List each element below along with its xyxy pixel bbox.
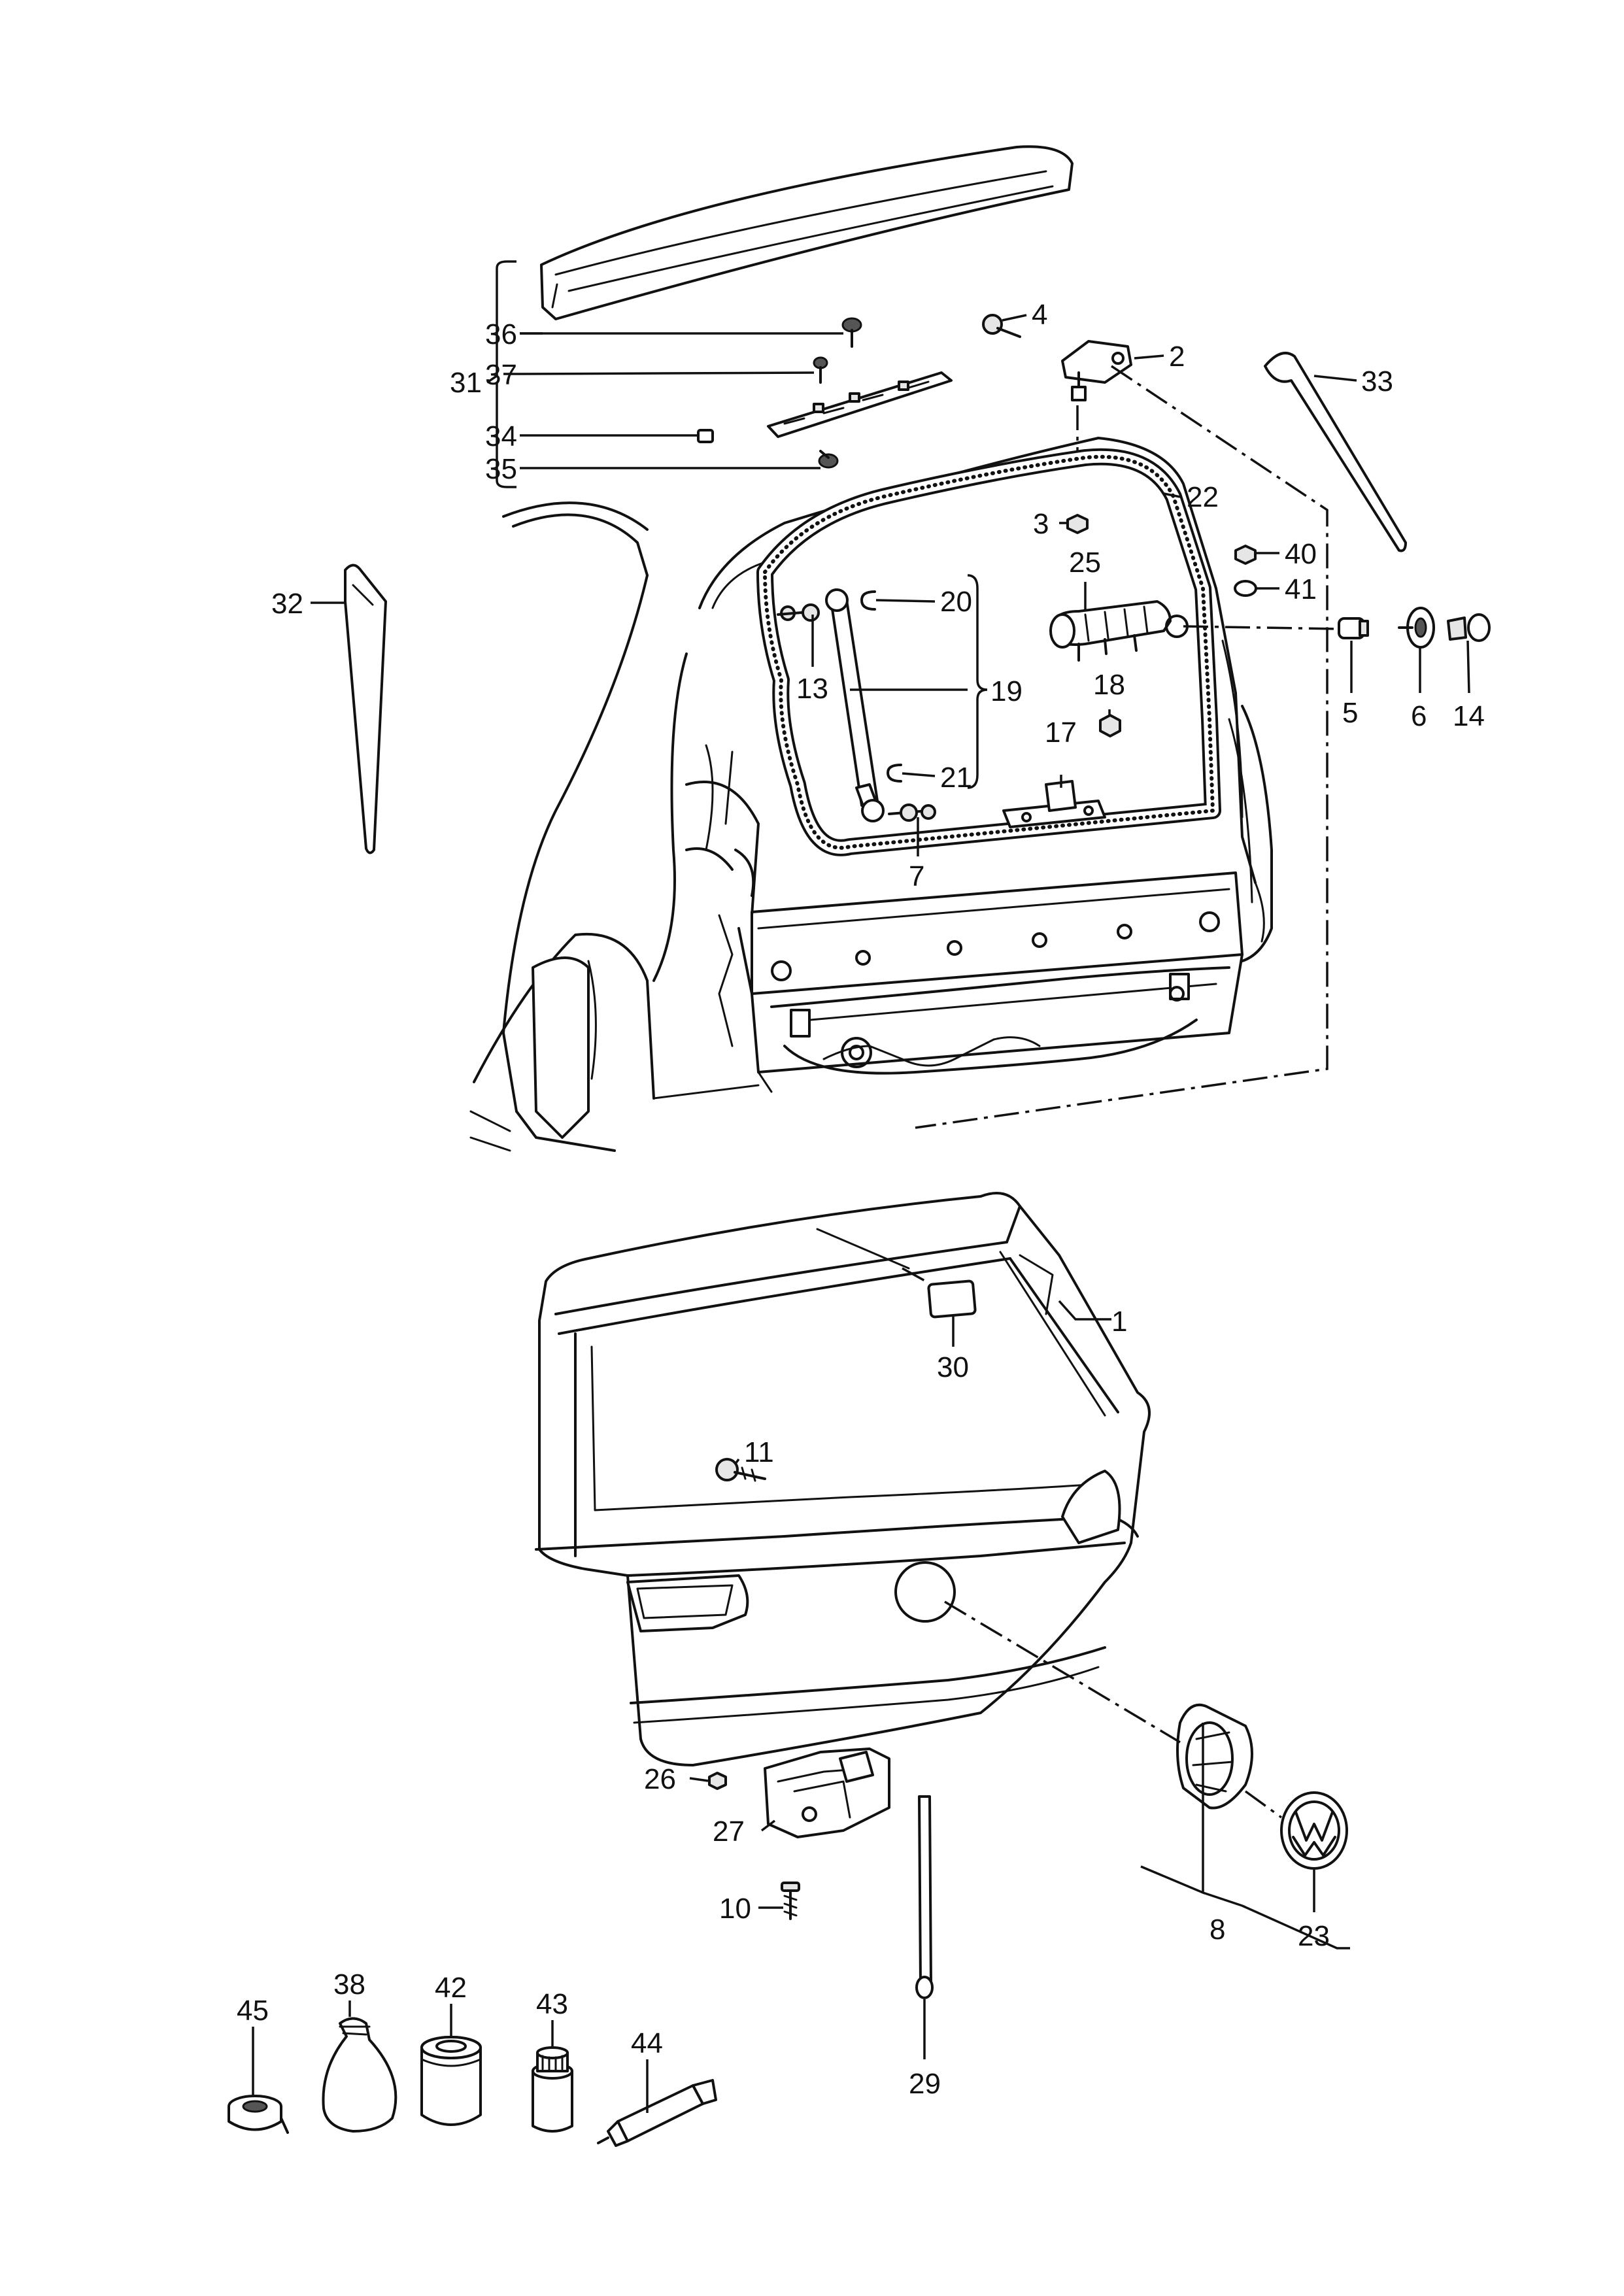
wiring-grommet-25 (1049, 600, 1189, 662)
callout-35: 35 (485, 453, 517, 485)
rod-29 (915, 1795, 934, 1999)
callout-23: 23 (1298, 1920, 1330, 1952)
bolt-4 (982, 314, 1021, 338)
hinge-2 (1061, 340, 1132, 401)
buffer-14 (1447, 613, 1491, 642)
callout-21: 21 (940, 762, 972, 794)
callout-17: 17 (1045, 717, 1077, 749)
gas-strut-19 (825, 588, 885, 822)
bolt-11 (715, 1458, 766, 1482)
callout-19: 19 (990, 675, 1023, 707)
jar-43 (532, 2046, 573, 2133)
callout-44: 44 (631, 2027, 663, 2059)
connection-lines (902, 365, 1340, 1819)
side-trim-32 (344, 564, 387, 854)
handle-unit-8 (1176, 1703, 1253, 1810)
ball-stud-13 (777, 603, 820, 622)
callout-5: 5 (1342, 697, 1358, 729)
callout-43: 43 (536, 1988, 568, 2020)
circlip-21 (887, 764, 902, 783)
bolt-10 (781, 1882, 800, 1920)
clip-34 (697, 429, 714, 443)
leader-lines (252, 260, 1470, 2113)
nut-3 (1066, 514, 1089, 534)
callout-11: 11 (744, 1436, 774, 1468)
callout-14: 14 (1453, 700, 1485, 732)
circlip-20 (860, 590, 876, 611)
callout-40: 40 (1285, 538, 1317, 570)
ball-stud-7 (888, 803, 936, 822)
callout-10: 10 (719, 1893, 751, 1925)
bag-38 (322, 2017, 398, 2133)
callout-4: 4 (1032, 299, 1047, 331)
callout-13: 13 (796, 673, 828, 705)
callout-26: 26 (644, 1763, 676, 1795)
callout-45: 45 (237, 1995, 269, 2027)
callout-36: 36 (485, 318, 517, 350)
callout-27: 27 (713, 1815, 745, 1848)
callout-31: 31 (450, 367, 482, 399)
tube-44 (597, 2079, 717, 2147)
callout-33: 33 (1361, 365, 1393, 397)
nut-18 (1099, 714, 1121, 737)
callout-8: 8 (1210, 1914, 1225, 1946)
callout-42: 42 (435, 1972, 467, 2004)
callout-3: 3 (1033, 508, 1049, 540)
rear-spoiler (540, 145, 1074, 320)
callout-29: 29 (909, 2068, 941, 2100)
callout-20: 20 (940, 586, 972, 618)
tape-roll-45 (228, 2095, 289, 2134)
callout-labels: 1 2 3 4 5 6 7 8 10 11 13 14 17 18 19 20 … (237, 299, 1485, 2100)
screw-36 (841, 317, 862, 348)
spoiler-mounting-bracket (767, 371, 953, 438)
buffer-5 (1338, 617, 1369, 639)
callout-25: 25 (1069, 547, 1101, 579)
callout-30: 30 (937, 1351, 969, 1383)
tailgate-latch-27 (764, 1747, 890, 1838)
buffer-6 (1398, 607, 1435, 649)
tailgate-1 (535, 1192, 1151, 1766)
callout-18: 18 (1093, 669, 1125, 701)
screw-35 (818, 450, 839, 469)
callout-38: 38 (333, 1968, 365, 2001)
canister-42 (420, 2036, 482, 2126)
label-30 (927, 1279, 977, 1319)
callout-32: 32 (271, 588, 303, 620)
callout-7: 7 (909, 860, 924, 892)
callout-6: 6 (1411, 700, 1427, 732)
vehicle-rear-body (469, 437, 1273, 1152)
callout-37: 37 (485, 359, 517, 391)
callout-1: 1 (1111, 1306, 1127, 1338)
grommet-41 (1234, 580, 1257, 597)
side-trim-33 (1264, 352, 1407, 552)
lock-striker-17 (1002, 780, 1106, 828)
nut-26 (708, 1772, 727, 1790)
callout-2: 2 (1169, 341, 1185, 373)
nut-40 (1234, 545, 1257, 565)
vw-emblem-23 (1280, 1791, 1348, 1870)
callout-22: 22 (1187, 481, 1219, 513)
screw-37 (813, 356, 828, 384)
callout-34: 34 (485, 420, 517, 452)
callout-41: 41 (1285, 573, 1317, 605)
door-seal-22 (756, 448, 1221, 856)
